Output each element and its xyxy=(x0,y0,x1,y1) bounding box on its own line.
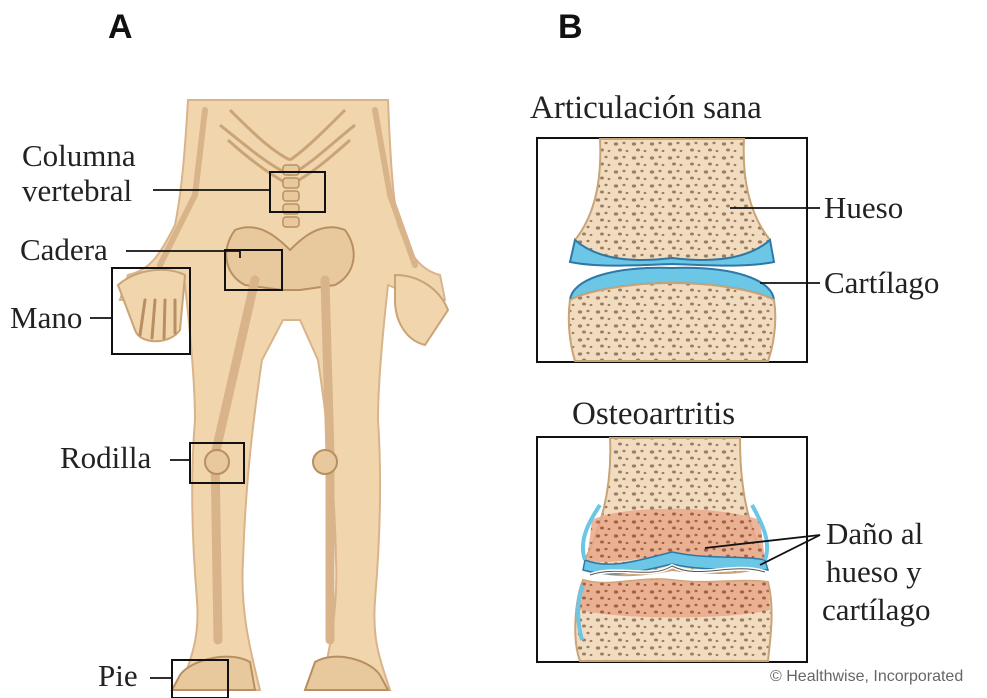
label-cadera: Cadera xyxy=(20,234,108,265)
label-hueso: Hueso xyxy=(824,192,903,223)
title-osteoarthritis: Osteoartritis xyxy=(572,398,735,431)
body-figure xyxy=(118,100,448,690)
label-vertebral: vertebral xyxy=(22,175,132,206)
healthy-joint xyxy=(537,138,807,362)
label-pie: Pie xyxy=(98,660,138,691)
label-cartilago: Cartílago xyxy=(824,267,939,298)
label-damage-line3: cartílago xyxy=(822,594,930,625)
osteoarthritis-joint xyxy=(537,437,807,662)
label-damage-line2: hueso y xyxy=(826,556,922,587)
label-columna: Columna xyxy=(22,140,136,171)
copyright-text: © Healthwise, Incorporated xyxy=(770,668,963,686)
label-mano: Mano xyxy=(10,302,82,333)
label-damage-line1: Daño al xyxy=(826,518,923,549)
label-rodilla: Rodilla xyxy=(60,442,151,473)
title-healthy-joint: Articulación sana xyxy=(530,92,762,125)
